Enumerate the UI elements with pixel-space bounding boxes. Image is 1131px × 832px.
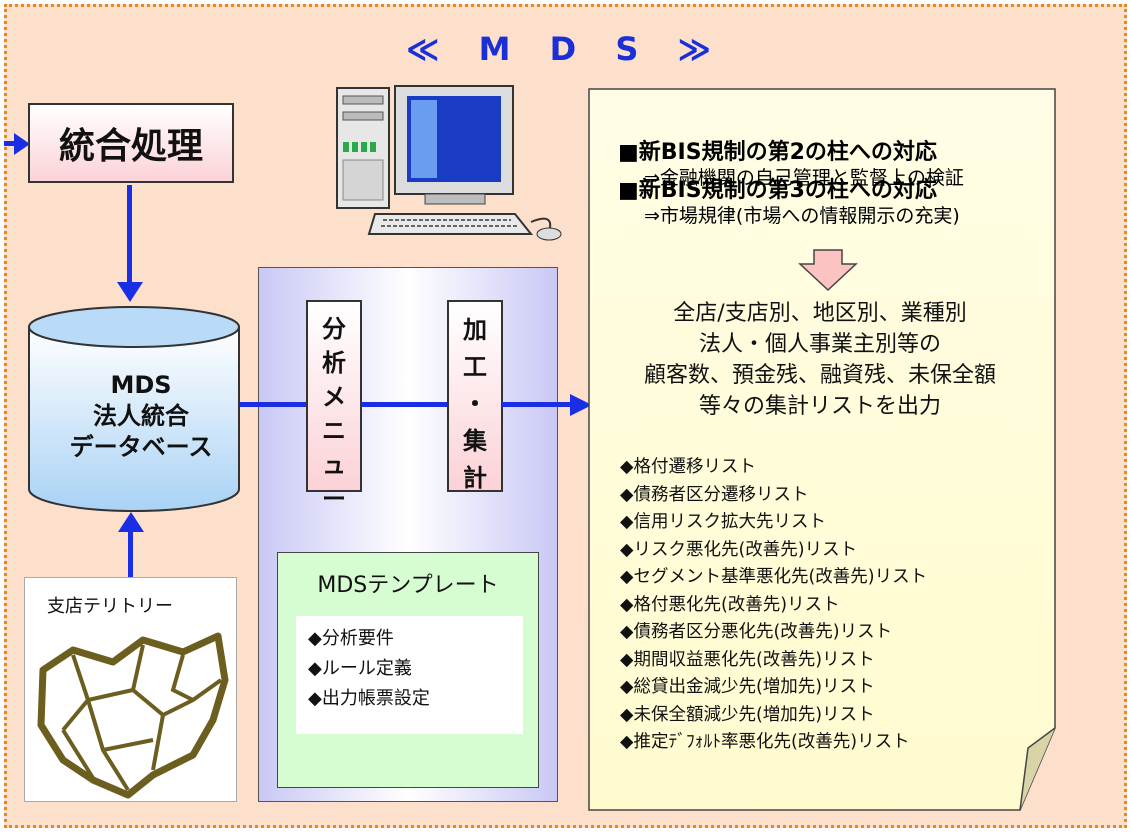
- list-item: ◆格付悪化先(改善先)リスト: [620, 594, 840, 615]
- page-title: ≪ M D S ≫: [405, 30, 725, 68]
- note-summary: 全店/支店別、地区別、業種別 法人・個人事業主別等の 顧客数、預金残、融資残、未…: [620, 298, 1020, 422]
- list-item: ◆未保全額減少先(増加先)リスト: [620, 704, 875, 725]
- template-item: ◆分析要件: [308, 628, 394, 649]
- analysis-menu-char: ュ: [322, 451, 346, 479]
- note-heading-1: ■新BIS規制の第2の柱への対応: [618, 140, 937, 165]
- list-item: ◆総貸出金減少先(増加先)リスト: [620, 677, 875, 697]
- processing-char: 集: [463, 427, 487, 455]
- database-line2: 法人統合: [93, 402, 189, 430]
- template-title: MDSテンプレート: [317, 573, 499, 598]
- note-sub-1: ⇒金融機関の自己管理と監督上の検証: [644, 167, 964, 189]
- output-list: ◆格付遷移リスト ◆債務者区分遷移リスト ◆信用リスク拡大先リスト ◆リスク悪化…: [620, 454, 927, 757]
- template-items: ◆分析要件 ◆ルール定義 ◆出力帳票設定: [296, 616, 523, 734]
- input-arrow: [4, 141, 18, 146]
- db-to-menu-arrow: [240, 402, 306, 407]
- territory-box: 支店テリトリー: [24, 577, 237, 802]
- menu-to-processing-arrow: [361, 402, 447, 407]
- territory-to-db-arrow: [128, 530, 133, 578]
- output-note: ■新BIS規制の第2の柱への対応 ⇒金融機関の自己管理と監督上の検証 ■新BIS…: [588, 88, 1056, 811]
- integration-to-db-arrow: [127, 185, 132, 285]
- territory-to-db-arrow-head: [118, 512, 144, 532]
- list-item: ◆推定ﾃﾞﾌｫﾙﾄ率悪化先(改善先)リスト: [620, 732, 910, 752]
- database-label: MDS 法人統合 データベース: [46, 370, 236, 463]
- template-item: ◆ルール定義: [308, 658, 412, 679]
- note-shape: [588, 88, 1056, 811]
- down-arrow-icon: [798, 249, 858, 292]
- list-item: ◆信用リスク拡大先リスト: [620, 512, 826, 532]
- analysis-menu-char: 析: [322, 349, 346, 377]
- list-item: ◆期間収益悪化先(改善先)リスト: [620, 649, 875, 670]
- list-item: ◆債務者区分悪化先(改善先)リスト: [620, 622, 893, 642]
- mds-template-box: MDSテンプレート ◆分析要件 ◆ルール定義 ◆出力帳票設定: [277, 552, 539, 788]
- summary-line: 法人・個人事業主別等の: [698, 332, 941, 357]
- list-item: ◆格付遷移リスト: [620, 457, 756, 477]
- processing-char: 加: [463, 316, 487, 344]
- summary-line: 顧客数、預金残、融資残、未保全額: [643, 363, 996, 388]
- note-sub-2: ⇒市場規律(市場への情報開示の充実): [644, 205, 960, 227]
- analysis-menu-char: メ: [322, 383, 346, 411]
- list-item: ◆債務者区分遷移リスト: [620, 484, 809, 505]
- database-line1: MDS: [110, 371, 172, 399]
- processing-to-output-arrow-head: [570, 394, 592, 416]
- analysis-menu-char: ー: [322, 485, 346, 513]
- summary-line: 全店/支店別、地区別、業種別: [673, 301, 967, 326]
- map-icon: [37, 632, 229, 799]
- database-cylinder: [28, 306, 240, 512]
- analysis-menu-char: ニ: [322, 417, 346, 445]
- territory-label: 支店テリトリー: [47, 596, 173, 617]
- integration-to-db-arrow-head: [117, 282, 143, 302]
- list-item: ◆セグメント基準悪化先(改善先)リスト: [620, 567, 928, 587]
- database-line3: データベース: [69, 433, 213, 461]
- list-item: ◆リスク悪化先(改善先)リスト: [620, 539, 858, 560]
- computer-icon: [336, 85, 562, 241]
- template-item: ◆出力帳票設定: [308, 688, 430, 709]
- processing-char: 計: [463, 464, 487, 492]
- processing-char: 工: [463, 353, 487, 381]
- processing-char: ・: [463, 390, 487, 418]
- integration-box: 統合処理: [28, 103, 234, 183]
- note-heading-2: ■新BIS規制の第3の柱への対応: [618, 178, 937, 203]
- summary-line: 等々の集計リストを出力: [698, 394, 941, 419]
- input-arrow-head: [14, 133, 30, 155]
- analysis-menu-char: 分: [322, 315, 346, 343]
- processing-to-output-arrow: [502, 402, 574, 407]
- processing-box: 加 工 ・ 集 計: [447, 300, 503, 492]
- analysis-menu-box: 分 析 メ ニ ュ ー: [306, 300, 362, 513]
